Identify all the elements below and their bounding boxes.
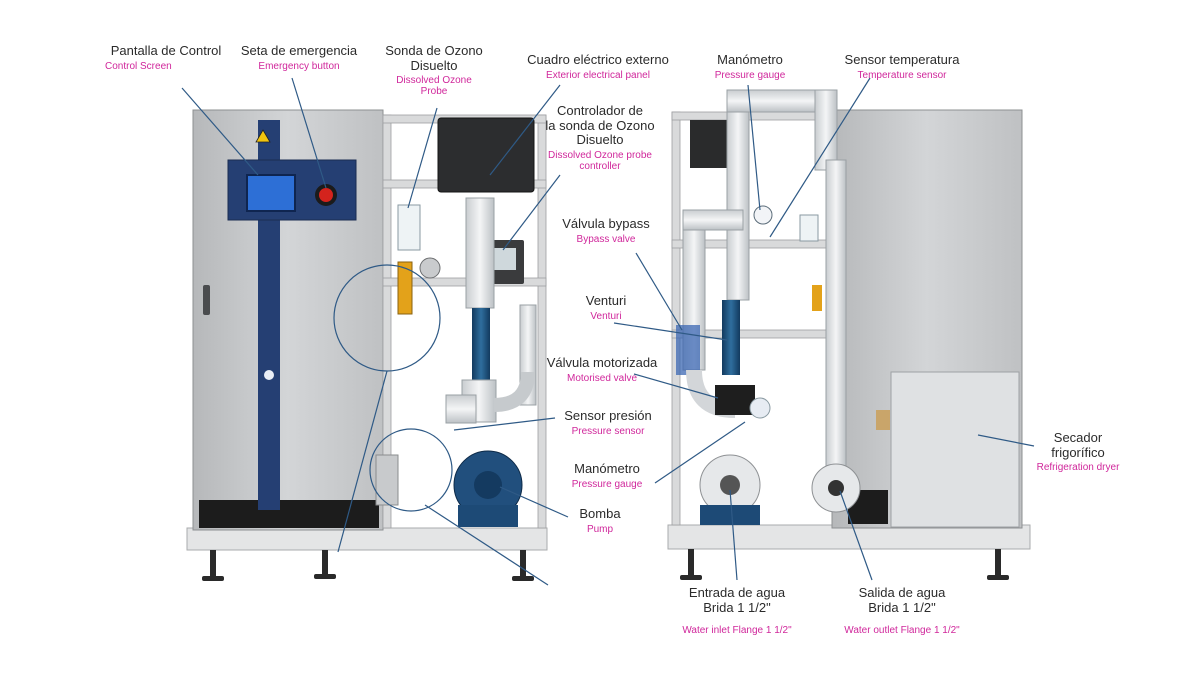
ozone-probe-body — [397, 204, 421, 251]
probe-controller-es: Controlador de la sonda de Ozono Disuelt… — [545, 103, 655, 148]
water-inlet-en: Water inlet Flange 1 1/2" — [682, 625, 792, 637]
label-pump: Bomba Pump — [560, 506, 640, 535]
callout-lines — [181, 77, 1035, 586]
pressure-sensor-es: Sensor presión — [564, 408, 652, 423]
ozone-probe-es: Sonda de Ozono Disuelto — [385, 43, 483, 73]
outlet-pipe — [825, 159, 847, 471]
right-feet — [680, 549, 1009, 580]
label-venturi: Venturi Venturi — [566, 293, 646, 322]
exterior-electrical-panel — [437, 117, 535, 193]
label-probe-controller: Controlador de la sonda de Ozono Disuelt… — [530, 103, 670, 172]
pressure-gauge-bottom-es: Manómetro — [574, 461, 640, 476]
right-top-pipe — [726, 89, 750, 301]
left-base-skid — [186, 527, 548, 551]
right-base-skid — [667, 524, 1031, 550]
label-refrigeration-dryer: Secador frigorífico Refrigeration dryer — [1018, 430, 1138, 474]
temperature-sensor-en: Temperature sensor — [857, 69, 947, 81]
refrigeration-dryer-unit — [890, 371, 1020, 528]
label-ozone-probe: Sonda de Ozono Disuelto Dissolved Ozone … — [372, 43, 496, 98]
pump-es: Bomba — [579, 506, 621, 521]
control-screen-es: Pantalla de Control — [110, 43, 222, 58]
bypass-valve-es: Válvula bypass — [562, 216, 650, 231]
electrical-panel-es: Cuadro eléctrico externo — [527, 52, 669, 67]
pressure-gauge-top-en: Pressure gauge — [714, 69, 786, 81]
refrigeration-dryer-en: Refrigeration dryer — [1036, 462, 1120, 474]
motorised-valve-es: Válvula motorizada — [546, 355, 658, 370]
label-electrical-panel: Cuadro eléctrico externo Exterior electr… — [515, 52, 681, 81]
label-emergency-button: Seta de emergencia Emergency button — [234, 43, 364, 72]
label-temperature-sensor: Sensor temperatura Temperature sensor — [822, 52, 982, 81]
bypass-valve-en: Bypass valve — [576, 233, 636, 245]
venturi-en: Venturi — [590, 310, 622, 322]
emergency-button-en: Emergency button — [258, 60, 340, 72]
warning-icon — [255, 129, 271, 143]
left-feet — [202, 550, 534, 581]
label-pressure-sensor: Sensor presión Pressure sensor — [548, 408, 668, 437]
venturi-es: Venturi — [585, 293, 627, 308]
control-screen-display — [246, 174, 296, 212]
label-pressure-gauge-bottom: Manómetro Pressure gauge — [552, 461, 662, 490]
label-motorised-valve: Válvula motorizada Motorised valve — [532, 355, 672, 384]
motorised-valve-en: Motorised valve — [566, 372, 638, 384]
pressure-gauge-bottom-en: Pressure gauge — [571, 478, 643, 490]
water-outlet-en: Water outlet Flange 1 1/2" — [844, 625, 960, 637]
venturi-tube — [722, 300, 740, 375]
water-outlet-es: Salida de agua Brida 1 1/2" — [858, 585, 946, 615]
label-bypass-valve: Válvula bypass Bypass valve — [546, 216, 666, 245]
label-pressure-gauge-top: Manómetro Pressure gauge — [695, 52, 805, 81]
water-inlet-es: Entrada de agua Brida 1 1/2" — [688, 585, 786, 615]
probe-controller-en: Dissolved Ozone probe controller — [548, 149, 652, 172]
label-water-inlet: Entrada de agua Brida 1 1/2" Water inlet… — [660, 585, 814, 637]
left-main-pipe — [465, 197, 495, 309]
electrical-panel-en: Exterior electrical panel — [546, 69, 650, 81]
left-blue-tube — [472, 308, 490, 380]
ozone-probe-en: Dissolved Ozone Probe — [396, 75, 472, 98]
label-water-outlet: Salida de agua Brida 1 1/2" Water outlet… — [822, 585, 982, 637]
pressure-gauge-top-es: Manómetro — [717, 52, 783, 67]
emergency-button-es: Seta de emergencia — [240, 43, 358, 58]
temperature-sensor-es: Sensor temperatura — [844, 52, 960, 67]
right-unit — [667, 89, 1031, 580]
left-unit — [186, 109, 548, 581]
pump-en: Pump — [586, 523, 614, 535]
pump-detail-ring — [369, 428, 453, 512]
control-screen-en: Control Screen — [105, 60, 172, 72]
label-control-screen: Pantalla de Control Control Screen — [88, 43, 244, 72]
pressure-gauge-top-dial — [753, 205, 773, 225]
refrigeration-dryer-es: Secador frigorífico — [1051, 430, 1105, 460]
pressure-sensor-en: Pressure sensor — [571, 425, 645, 437]
